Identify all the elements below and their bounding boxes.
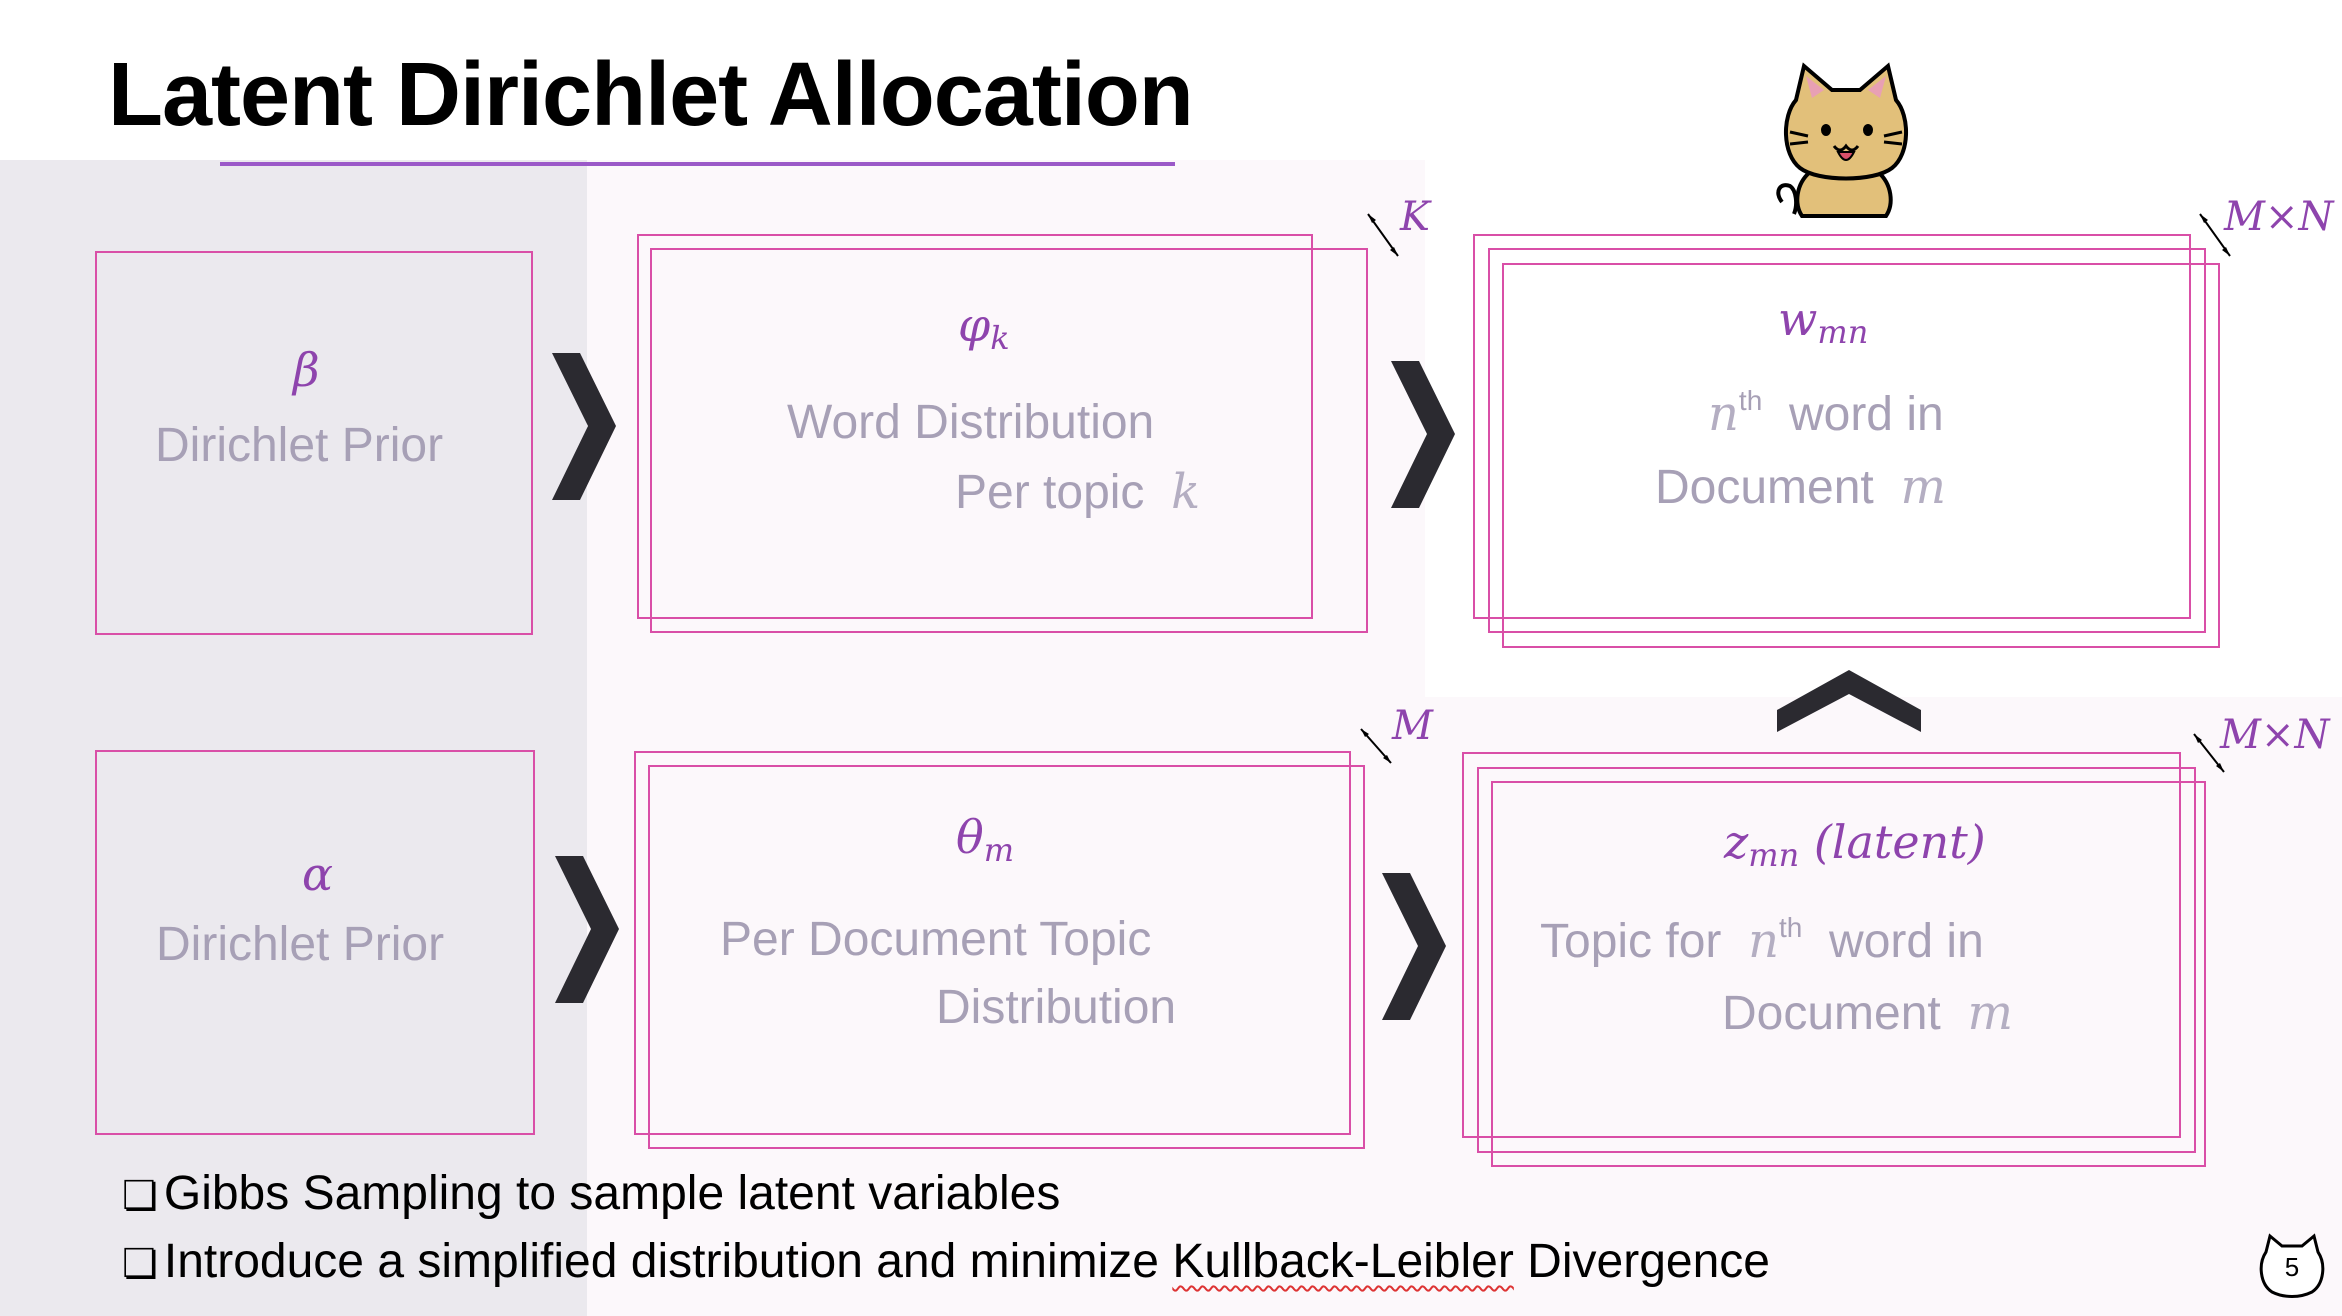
alpha-symbol: α	[302, 847, 334, 901]
plate-size-indicator-icon	[2193, 733, 2225, 773]
chevron-right-icon	[1382, 873, 1446, 1020]
alpha-node-box	[95, 750, 535, 1135]
beta-label: Dirichlet Prior	[155, 419, 444, 472]
w-label-line1: nth word in	[1708, 385, 1944, 442]
w-plate-front	[1502, 263, 2220, 648]
z-label-line1: Topic for nth word in	[1540, 912, 1984, 969]
chevron-up-icon	[1777, 670, 1921, 732]
w-symbol: wmn	[1778, 292, 1869, 351]
cat-page-badge-icon	[2259, 1233, 2325, 1298]
phi-plate-label: K	[1400, 194, 1430, 240]
slide-title: Latent Dirichlet Allocation	[108, 45, 1194, 145]
z-plate-back	[1462, 752, 2181, 1138]
checkbox-bullet-icon: ❏	[122, 1173, 158, 1219]
theta-label-line2: Distribution	[936, 981, 1177, 1034]
bottom-right-background-panel	[1425, 697, 2342, 1316]
phi-label-line2: Per topic k	[955, 464, 1201, 520]
alpha-label: Dirichlet Prior	[156, 918, 445, 971]
z-plate-front	[1491, 781, 2206, 1167]
phi-label-line1: Word Distribution	[787, 396, 1155, 449]
chevron-right-icon	[552, 353, 616, 500]
theta-plate-label: M	[1392, 703, 1433, 749]
title-underline	[220, 162, 1175, 166]
theta-plate-front	[648, 765, 1365, 1149]
bullet-gibbs-sampling: ❏Gibbs Sampling to sample latent variabl…	[122, 1167, 1061, 1220]
cat-mascot-icon	[1776, 62, 1908, 218]
z-symbol: zmn (latent)	[1724, 815, 1986, 874]
beta-node-box	[95, 251, 533, 635]
theta-plate-back	[634, 751, 1351, 1135]
w-label-line2: Document m	[1655, 459, 1946, 515]
middle-background-panel	[587, 160, 1425, 1316]
bullet-kl-divergence: ❏Introduce a simplified distribution and…	[122, 1235, 1770, 1288]
theta-symbol: θm	[956, 810, 1015, 869]
z-label-line2: Document m	[1722, 985, 2013, 1041]
plate-size-indicator-icon	[1367, 213, 1399, 257]
plate-size-indicator-icon	[1360, 728, 1392, 764]
left-background-panel	[0, 160, 587, 1316]
plate-size-indicator-icon	[2199, 213, 2231, 257]
kl-term: Kullback-Leibler	[1172, 1235, 1514, 1288]
phi-plate-front	[650, 248, 1368, 633]
beta-symbol: β	[293, 343, 320, 397]
chevron-right-icon	[1391, 361, 1455, 508]
w-plate-back	[1473, 234, 2191, 619]
phi-plate-back	[637, 234, 1313, 619]
checkbox-bullet-icon: ❏	[122, 1241, 158, 1287]
w-plate-label: M×N	[2224, 194, 2334, 240]
theta-label-line1: Per Document Topic	[720, 913, 1152, 966]
chevron-right-icon	[555, 856, 619, 1003]
z-plate-middle	[1477, 767, 2196, 1153]
w-plate-middle	[1488, 248, 2206, 633]
page-number: 5	[2284, 1252, 2300, 1282]
phi-symbol: φk	[958, 298, 1010, 357]
z-plate-label: M×N	[2220, 712, 2330, 758]
